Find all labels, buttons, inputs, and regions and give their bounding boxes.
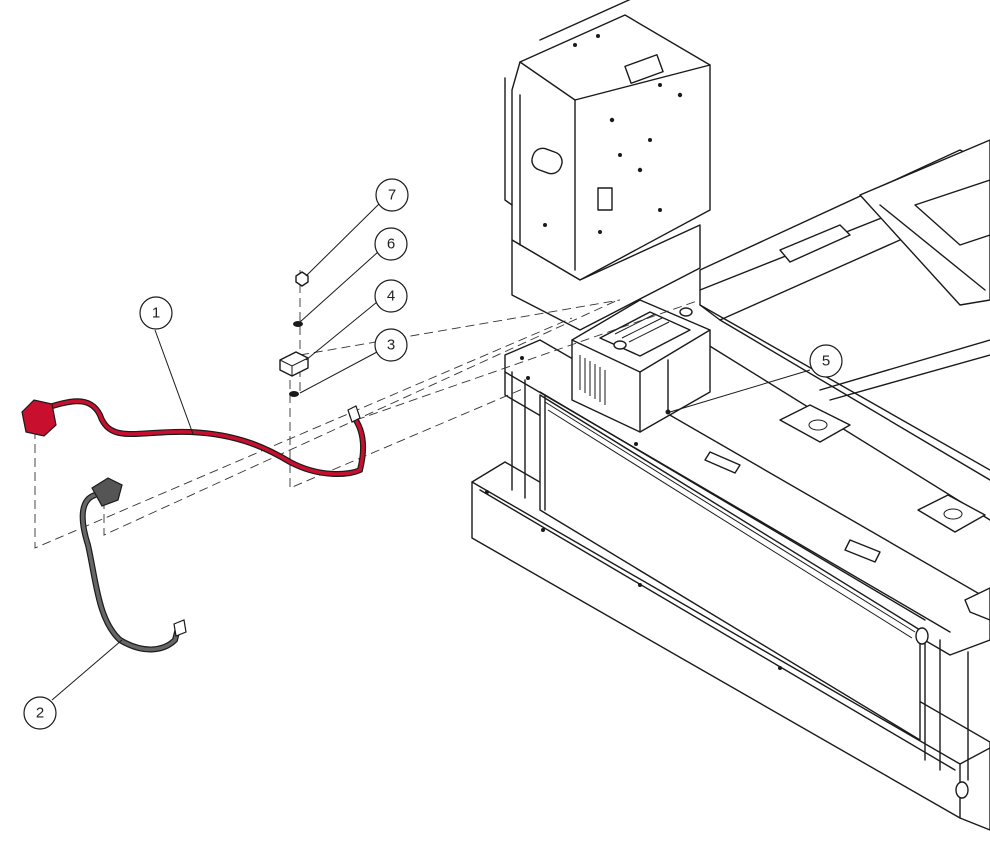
positive-cable [21, 398, 367, 477]
svg-text:1: 1 [152, 305, 160, 322]
callout-6: 6 [374, 227, 408, 261]
electrical-box [504, 0, 711, 331]
callout-2: 2 [23, 696, 57, 730]
svg-text:3: 3 [387, 337, 395, 354]
callout-1: 1 [139, 296, 173, 330]
assembly-lines [34, 270, 701, 549]
svg-text:5: 5 [822, 353, 830, 370]
callout-3: 3 [374, 328, 408, 362]
svg-text:4: 4 [387, 288, 395, 305]
hardware-terminal-block [279, 351, 309, 377]
hardware-nut [295, 271, 309, 287]
callout-7: 7 [375, 178, 409, 212]
callout-5: 5 [809, 344, 843, 378]
hardware-washer [293, 321, 303, 327]
svg-text:2: 2 [36, 705, 44, 722]
callout-4: 4 [374, 279, 408, 313]
hardware-lock-washer [289, 391, 299, 397]
svg-text:7: 7 [388, 187, 396, 204]
negative-cable [79, 477, 187, 653]
svg-text:6: 6 [387, 236, 395, 253]
leader-lines [51, 202, 811, 701]
battery [571, 299, 711, 433]
